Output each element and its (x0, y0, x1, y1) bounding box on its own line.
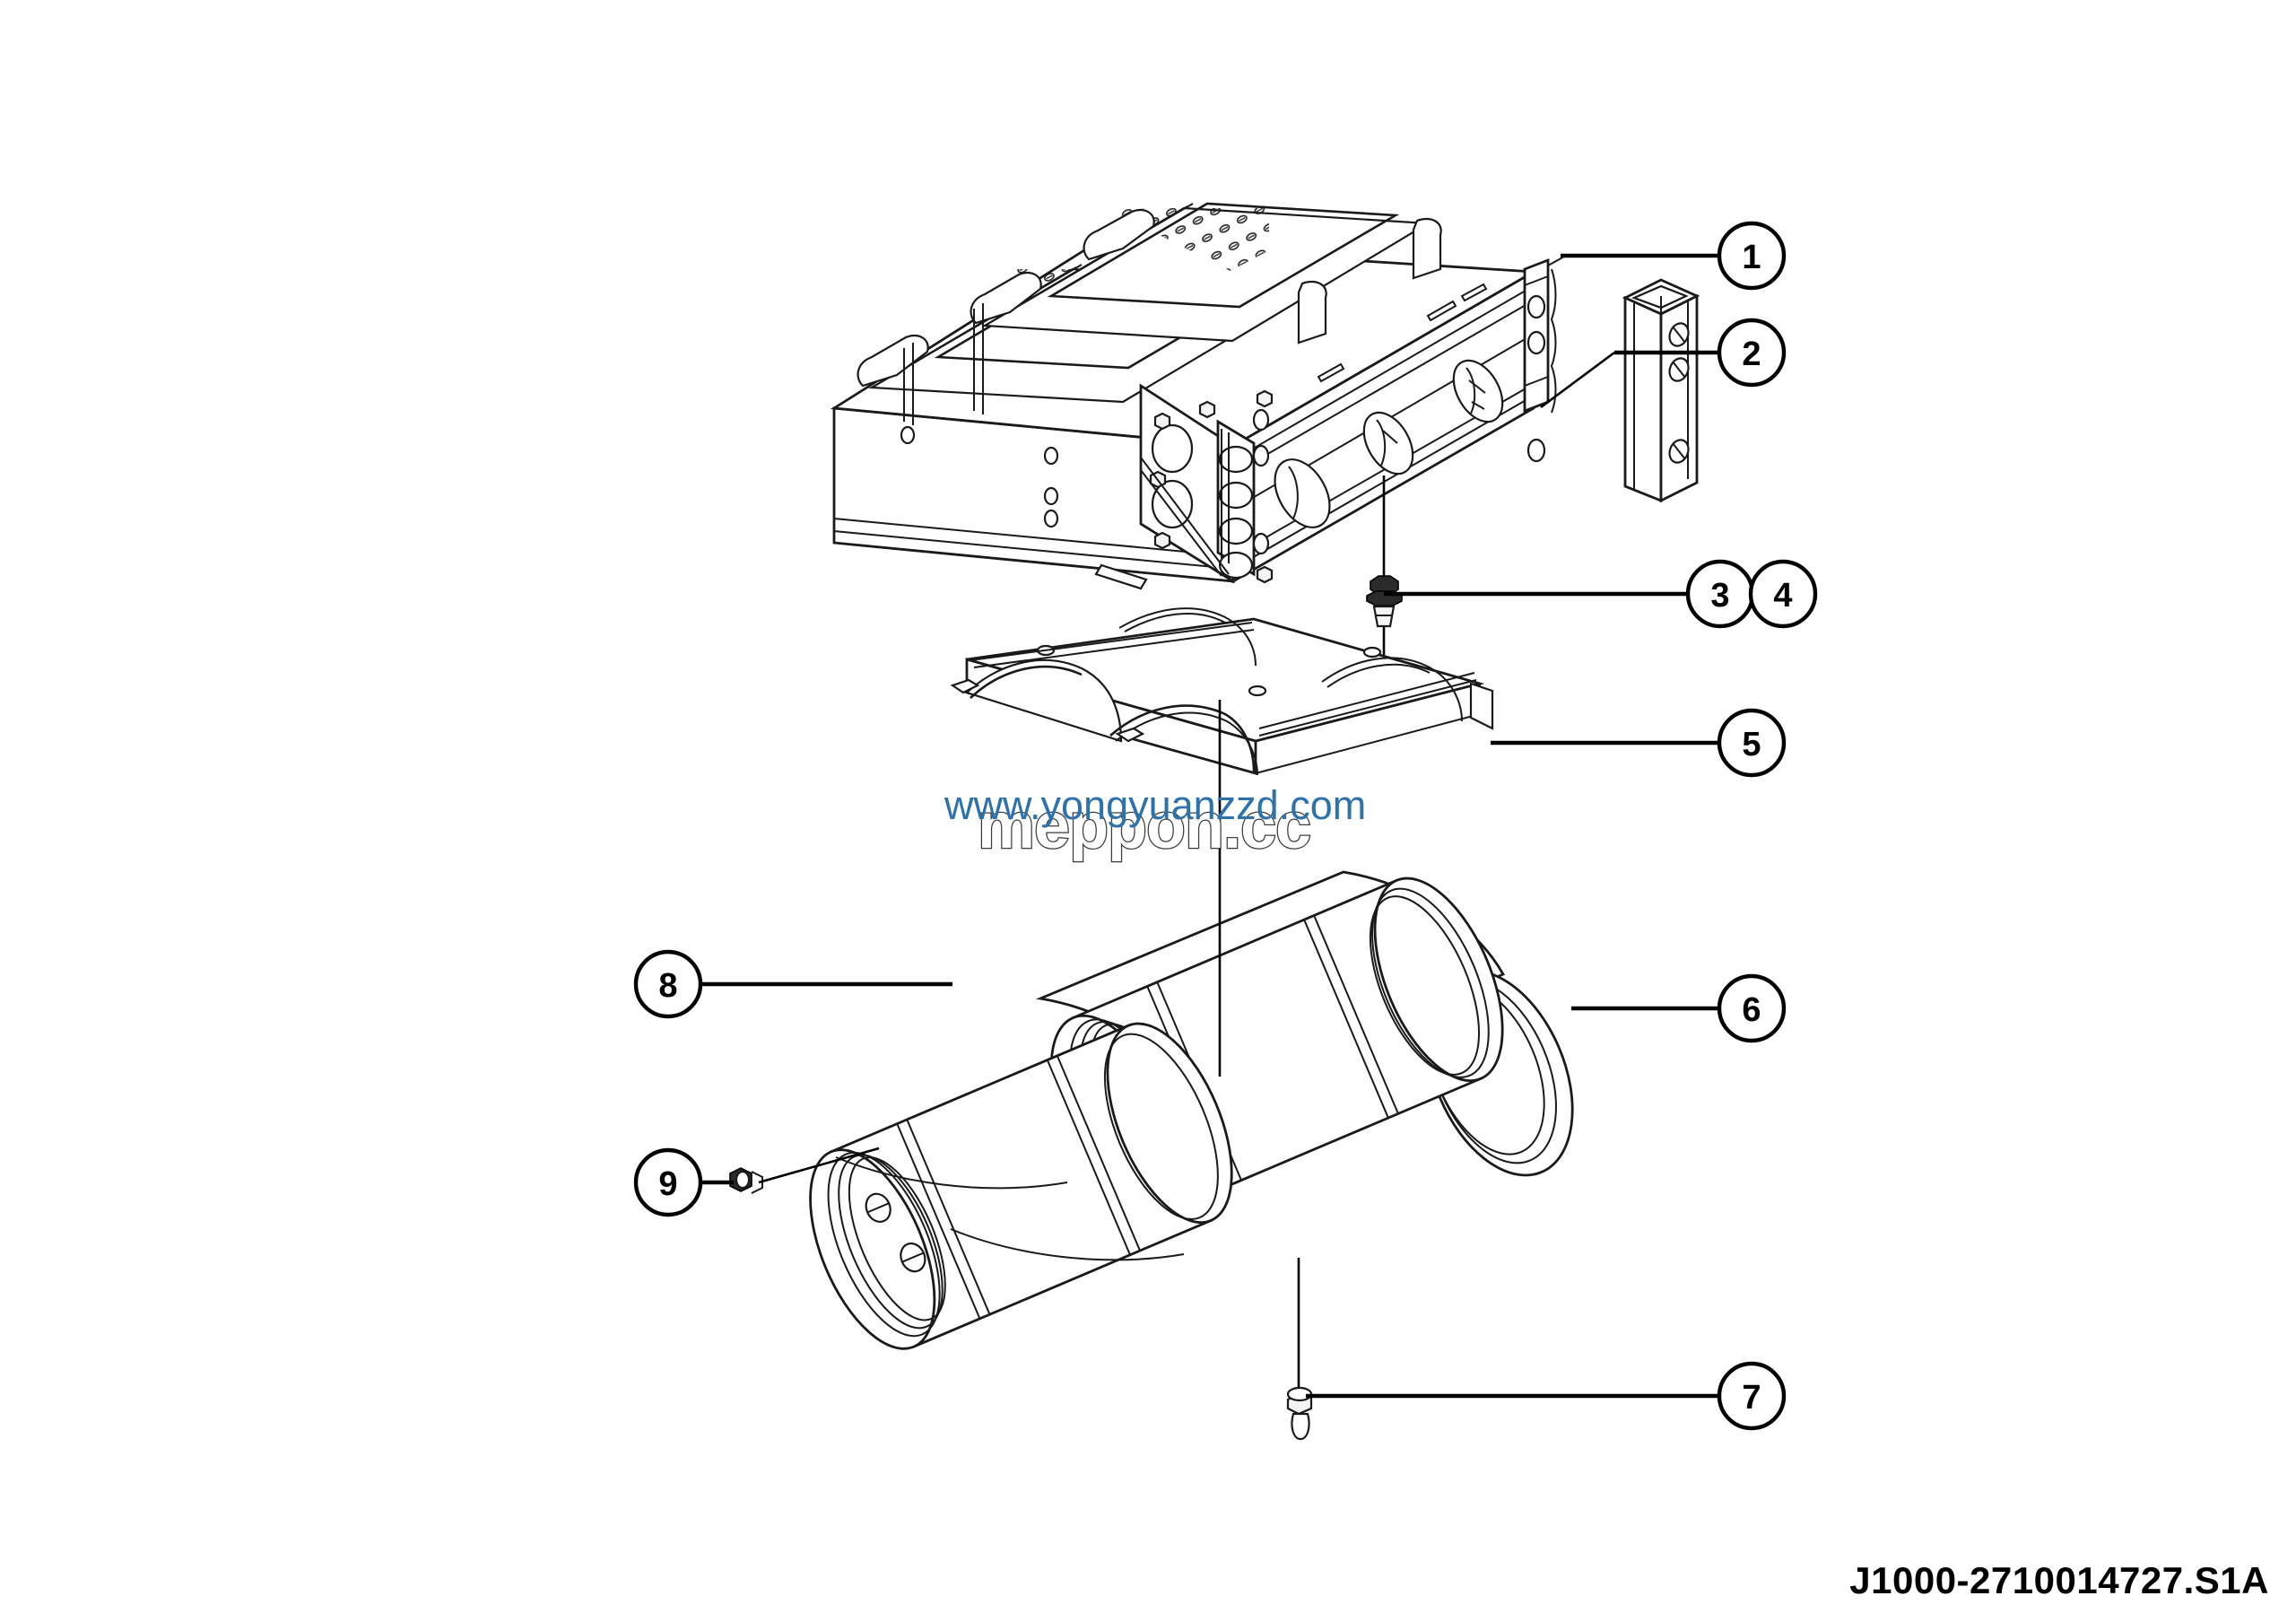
callout-7[interactable]: 7 (1717, 1361, 1787, 1431)
callout-5[interactable]: 5 (1717, 708, 1787, 778)
callout-9-label: 9 (658, 1165, 677, 1203)
callout-3-label: 3 (1710, 577, 1729, 615)
callout-1-label: 1 (1742, 239, 1761, 276)
callout-3[interactable]: 3 (1685, 559, 1755, 629)
box-end-plate-holes (1149, 400, 1216, 550)
callout-7-label: 7 (1742, 1379, 1761, 1417)
drawing-number: J1000-2710014727.S1A (1849, 1559, 2269, 1601)
callout-2[interactable]: 2 (1717, 318, 1787, 388)
callout-4-label: 4 (1773, 577, 1792, 615)
part-air-reservoir-tank-front (809, 1022, 1233, 1350)
part-port-plug-fitting (729, 1147, 880, 1194)
box-side-holes (1274, 359, 1504, 528)
callout-8[interactable]: 8 (633, 949, 703, 1019)
callout-bubbles: 1 2 3 4 5 6 7 (633, 221, 1818, 1431)
part-drain-valve (1286, 1258, 1313, 1441)
callout-9[interactable]: 9 (633, 1147, 703, 1217)
part-bolt-nut-assembly (1366, 475, 1403, 680)
part-square-tube-spacer (1622, 278, 1700, 503)
leader-lines (702, 253, 1718, 1399)
callout-8-label: 8 (658, 967, 677, 1005)
tank-port-link-lines (835, 1156, 1185, 1261)
part-battery-box-step-assembly (830, 202, 1557, 590)
callout-4[interactable]: 4 (1748, 559, 1818, 629)
callout-5-label: 5 (1742, 726, 1761, 763)
callout-1[interactable]: 1 (1717, 221, 1787, 291)
callout-2-label: 2 (1742, 336, 1761, 373)
callout-6[interactable]: 6 (1717, 973, 1787, 1043)
part-tank-saddle-bracket (950, 607, 1494, 776)
callout-6-label: 6 (1742, 991, 1761, 1029)
